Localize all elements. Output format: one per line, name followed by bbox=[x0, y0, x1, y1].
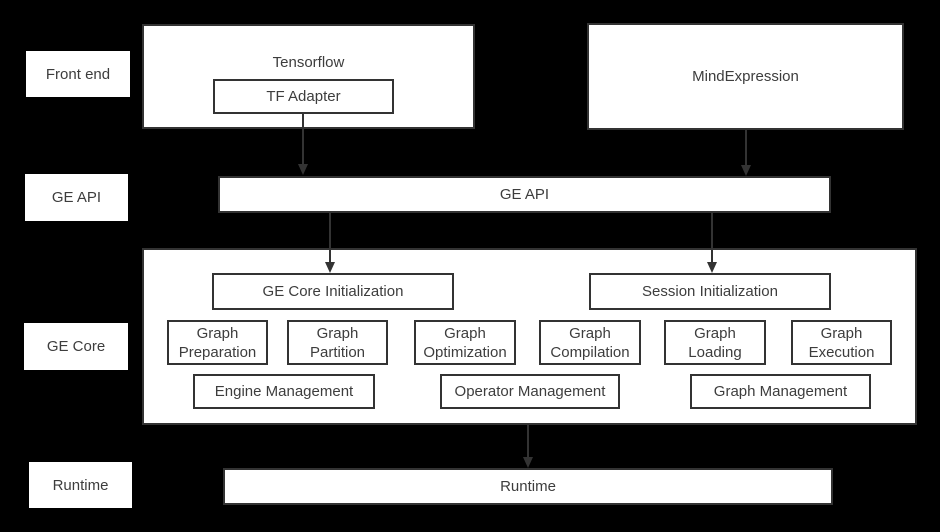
tensorflow-title: Tensorflow bbox=[272, 54, 345, 71]
engine-management-box: Engine Management bbox=[193, 374, 375, 409]
arrow-ge-api-to-ge-core-initialization bbox=[329, 213, 331, 262]
ge-api-bar: GE API bbox=[218, 176, 831, 213]
graph-partition-box: Graph Partition bbox=[287, 320, 388, 365]
graph-preparation-box: Graph Preparation bbox=[167, 320, 268, 365]
ge-core-initialization-box: GE Core Initialization bbox=[212, 273, 454, 310]
arrow-tf-adapter-to-ge-api bbox=[302, 114, 304, 164]
arrow-ge-api-to-session-initialization bbox=[711, 213, 713, 262]
operator-management-box: Operator Management bbox=[440, 374, 620, 409]
layer-label-front-end-text: Front end bbox=[45, 65, 111, 83]
layer-label-runtime: Runtime bbox=[29, 462, 132, 508]
graph-compilation-box: Graph Compilation bbox=[539, 320, 641, 365]
layer-label-ge-api-text: GE API bbox=[51, 189, 102, 206]
tensorflow-box: Tensorflow TF Adapter bbox=[142, 24, 475, 129]
layer-label-ge-core-text: GE Core bbox=[46, 338, 106, 355]
graph-loading-box: Graph Loading bbox=[664, 320, 766, 365]
arrow-mindexpression-to-ge-api bbox=[745, 130, 747, 165]
layer-label-ge-api: GE API bbox=[25, 174, 128, 221]
layer-label-runtime-text: Runtime bbox=[52, 476, 109, 494]
layer-label-ge-core: GE Core bbox=[24, 323, 128, 370]
graph-optimization-box: Graph Optimization bbox=[414, 320, 516, 365]
mindexpression-box: MindExpression bbox=[587, 23, 904, 130]
session-initialization-box: Session Initialization bbox=[589, 273, 831, 310]
layer-label-front-end: Front end bbox=[26, 51, 130, 97]
tf-adapter-box: TF Adapter bbox=[213, 79, 394, 114]
arrow-ge-core-to-runtime bbox=[527, 425, 529, 457]
runtime-bar: Runtime bbox=[223, 468, 833, 505]
ge-core-box: GE Core Initialization Session Initializ… bbox=[142, 248, 917, 425]
graph-management-box: Graph Management bbox=[690, 374, 871, 409]
graph-execution-box: Graph Execution bbox=[791, 320, 892, 365]
